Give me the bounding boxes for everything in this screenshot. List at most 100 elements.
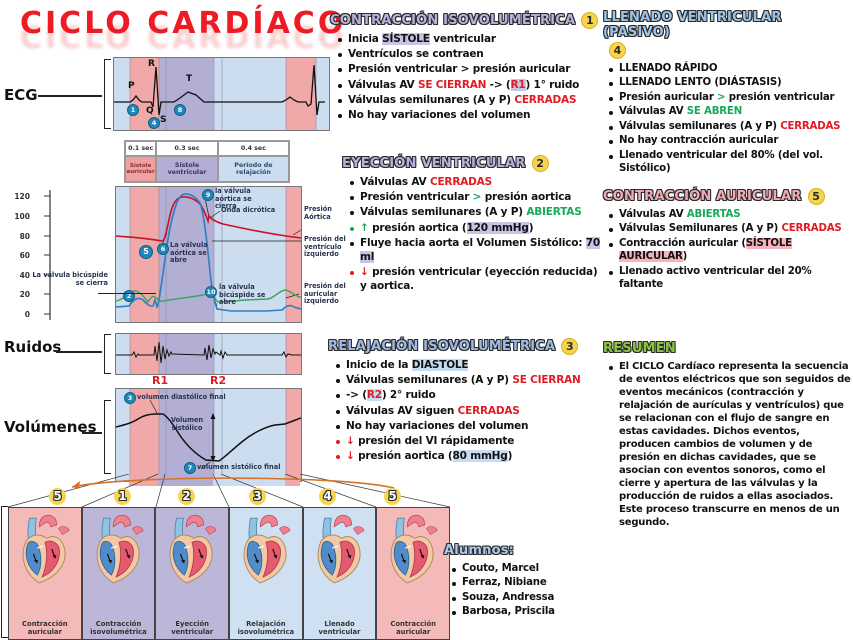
page-title: CICLO CARDÍACO — [20, 6, 347, 41]
ventricular-pressure-label: Presión del ventrículo izquierdo — [304, 235, 346, 259]
section-title: EYECCIÓN VENTRICULAR — [342, 156, 526, 171]
dicrotic-annotation: Onda dicrótica — [221, 206, 276, 214]
bullet-dot — [336, 439, 340, 444]
bullet-dot — [452, 596, 456, 601]
cycle-number-2: 2 — [178, 488, 195, 505]
bullet-text: No hay contracción auricular — [619, 135, 779, 147]
bullet-text: Presión auricular > presión ventricular — [619, 91, 835, 103]
bullet-item: Válvulas semilunares (A y P) CERRADAS — [338, 93, 602, 107]
bullet-text: Válvulas semilunares (A y P) ABIERTAS — [360, 206, 582, 219]
r1-label: R1 — [152, 374, 169, 387]
ecg-r-label: R — [148, 59, 155, 69]
ecg-marker-8: 8 — [174, 104, 186, 116]
edv-annotation: volumen diastólico final — [137, 393, 226, 401]
bullet-dot — [336, 379, 340, 384]
bullet-dot — [452, 611, 456, 616]
alumnos-title: Alumnos: — [444, 543, 515, 558]
y-tick: 60 — [19, 251, 30, 260]
ecg-marker-4: 4 — [148, 117, 160, 129]
volume-chart: 3 volumen diastólico final Volumen sistó… — [115, 388, 302, 482]
y-axis-line — [44, 190, 51, 320]
bullet-text: -> (R2) 2° ruido — [346, 389, 436, 402]
section-badge: 4 — [609, 42, 626, 59]
bullet-item: Presión ventricular > presión aortica — [350, 190, 604, 204]
bullet-dot — [338, 53, 342, 58]
bullet-item: -> (R2) 2° ruido — [336, 388, 602, 402]
bullet-text: Válvulas AV SE ABREN — [619, 106, 743, 118]
bullet-dot — [350, 181, 354, 185]
bullet-item: ↓ presión del VI rápidamente — [336, 434, 602, 448]
bullet-item: Ferraz, Nibiane — [452, 576, 600, 589]
bullet-item: Válvulas semilunares (A y P) SE CIERRAN — [336, 373, 602, 387]
bullet-text: Válvulas AV siguen CERRADAS — [346, 404, 520, 417]
ecg-trace — [114, 64, 325, 116]
panel-label: Contracción auricular — [22, 620, 68, 637]
duration-cell: 0.1 sec — [125, 141, 157, 156]
bullet-item: Couto, Marcel — [452, 562, 600, 575]
bullet-text: Válvulas AV CERRADAS — [360, 176, 492, 188]
bullet-dot — [336, 364, 340, 368]
bullet-dot — [338, 68, 342, 73]
bullet-text: LLENADO RÁPIDO — [619, 63, 718, 74]
bullet-dot — [609, 242, 613, 247]
section-title: CONTRACCIÓN AURICULAR — [603, 189, 802, 204]
bullet-dot — [609, 366, 613, 370]
bullet-item: LLENADO LENTO (DIÁSTASIS) — [609, 76, 851, 89]
y-tick: 0 — [24, 310, 30, 319]
duration-cell: 0.4 sec — [217, 141, 290, 156]
pressure-marker-2: 2 — [123, 290, 135, 302]
bullet-dot — [609, 214, 613, 218]
bullet-dot — [350, 226, 354, 231]
section-title: CONTRACCIÓN ISOVOLUMÉTRICA — [330, 13, 576, 28]
heart-panel-atrial-contraction-a: Contracción auricular — [8, 507, 82, 640]
bullet-text: Barbosa, Priscila — [462, 606, 555, 618]
section-bullets: Válvulas AV CERRADAS Presión ventricular … — [342, 175, 604, 293]
bullet-item: No hay variaciones del volumen — [338, 108, 602, 122]
bullet-text: Ventrículos se contraen — [348, 48, 484, 61]
bullet-item: Válvulas AV siguen CERRADAS — [336, 404, 602, 418]
heart-panels: Contracción auricular Contracción isovol… — [8, 507, 451, 640]
cycle-number-3: 3 — [249, 488, 266, 505]
heart-illustration — [317, 514, 365, 584]
phase-cell: Sístole ventricular — [156, 156, 218, 182]
bullet-dot — [338, 83, 342, 88]
sv-annotation: Volumen sistólico — [170, 416, 204, 432]
bullet-text: No hay variaciones del volumen — [346, 419, 529, 432]
aortic-opens-annotation: La válvula aórtica se abre — [170, 241, 208, 265]
bullet-text: Couto, Marcel — [462, 563, 539, 574]
resumen-title: RESUMEN — [603, 341, 676, 356]
pressure-marker-6: 6 — [157, 243, 169, 255]
bullet-item: Fluye hacia aorta el Volumen Sistólico: … — [350, 236, 604, 264]
bullet-item: Llenado activo ventricular del 20% falta… — [609, 265, 851, 292]
bullet-item: ↓ presión aortica (80 mmHg) — [336, 449, 602, 463]
ventricular-volume-curve — [115, 413, 302, 462]
volumes-pointer-line — [82, 432, 102, 434]
bullet-text: ↑ presión aortica (120 mmHg) — [360, 221, 534, 234]
bullet-item: Contracción auricular (SÍSTOLE AURICULAR… — [609, 237, 851, 264]
atrial-pressure-curve — [115, 289, 301, 304]
ecg-label: ECG — [4, 86, 38, 104]
bullet-dot — [609, 68, 613, 72]
bullet-item: Válvulas AV SE CIERRAN -> (R1) 1° ruido — [338, 78, 602, 92]
pressure-chart — [115, 186, 302, 323]
bullet-dot — [336, 455, 340, 460]
panels-bracket — [1, 506, 8, 638]
bullet-item: Válvulas AV ABIERTAS — [609, 208, 851, 221]
resumen-text: El CICLO Cardíaco representa la secuenci… — [603, 360, 851, 529]
atrial-pressure-label: Presión del auricular izquierdo — [304, 282, 346, 306]
section-title: LLENADO VENTRICULAR (PASIVO) — [603, 10, 782, 40]
bullet-item: Souza, Andressa — [452, 591, 600, 604]
bullet-dot — [609, 96, 613, 101]
bullet-text: Llenado activo ventricular del 20% falta… — [619, 265, 812, 291]
section-badge: 1 — [581, 12, 599, 29]
aortic-closes-annotation: la válvula aórtica se cierra — [215, 187, 252, 211]
y-tick: 20 — [19, 290, 30, 299]
bullet-dot — [609, 125, 613, 130]
bullet-dot — [338, 98, 342, 103]
volumes-label: Volúmenes — [4, 418, 97, 436]
bullet-text: Souza, Andressa — [462, 591, 555, 603]
